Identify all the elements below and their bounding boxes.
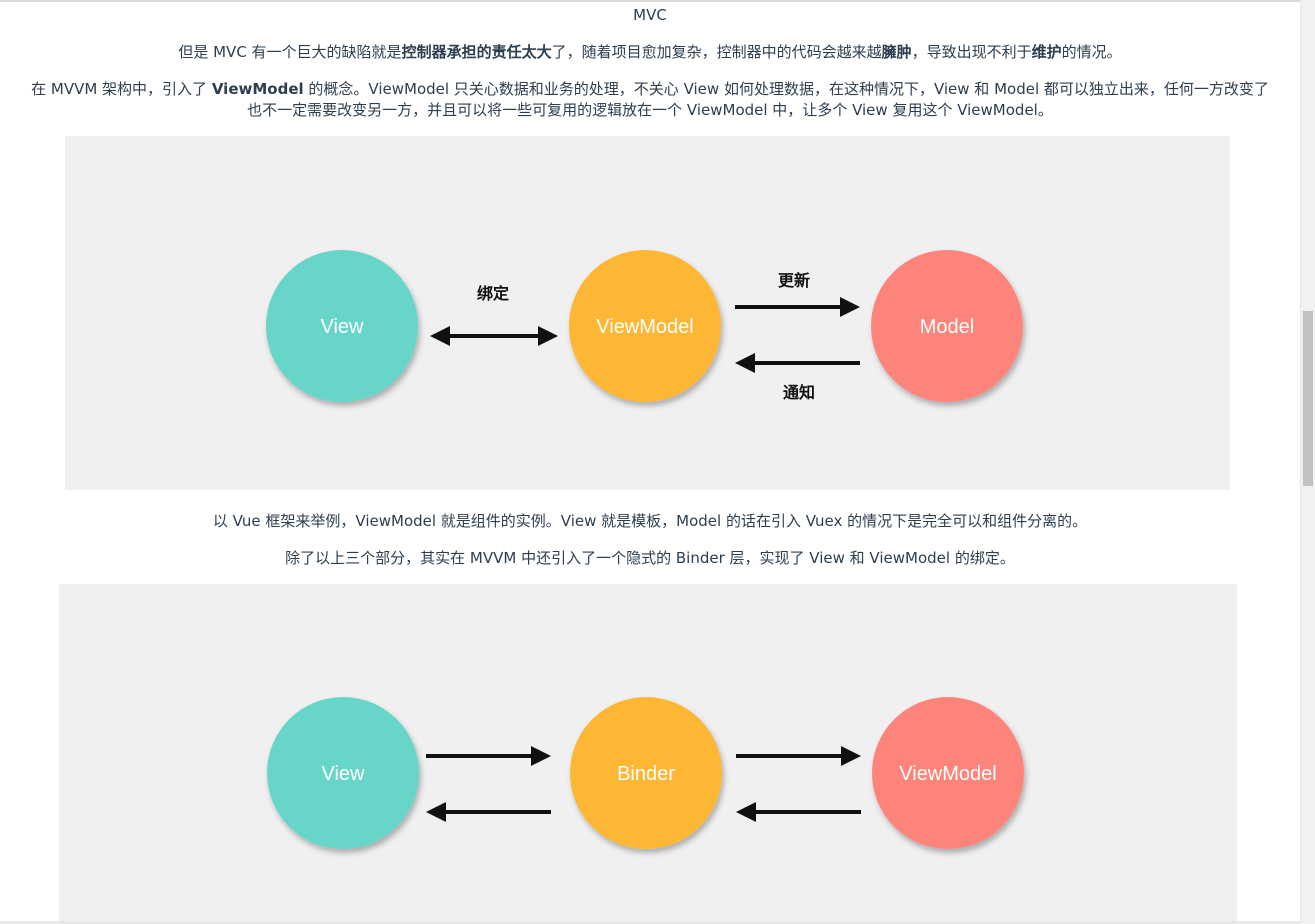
paragraph-mvc-drawback: 但是 MVC 有一个巨大的缺陷就是控制器承担的责任太大了，随着项目愈加复杂，控制… [0, 42, 1300, 63]
view-node-label: View [321, 316, 365, 338]
notify-label: 通知 [783, 383, 815, 402]
viewmodel-node-label: ViewModel [899, 763, 996, 785]
text-span: ，导致出现不利于 [911, 43, 1032, 61]
text-span: 在 MVVM 架构中，引入了 [31, 80, 212, 98]
binder-node [570, 697, 722, 849]
model-node [871, 250, 1023, 402]
figure-binder-diagram: View Binder ViewModel [59, 584, 1237, 924]
viewmodel-node-label: ViewModel [596, 316, 693, 338]
binder-node-label: Binder [617, 763, 675, 785]
view-node-label: View [322, 763, 366, 785]
text-span: 但是 MVC 有一个巨大的缺陷就是 [178, 43, 402, 61]
binder-diagram-svg: View Binder ViewModel [267, 697, 1024, 849]
bold-text: 维护 [1031, 43, 1062, 61]
section-heading-mvc: MVC [633, 6, 667, 24]
view-node [266, 250, 418, 402]
vertical-scrollbar[interactable] [1300, 0, 1315, 924]
bind-label: 绑定 [477, 284, 509, 303]
text-span: 的概念。ViewModel 只关心数据和业务的处理，不关心 View 如何处理数… [303, 80, 1269, 98]
bold-text: 控制器承担的责任太大 [401, 43, 552, 61]
scrollbar-thumb[interactable] [1303, 311, 1313, 486]
viewmodel-node [569, 250, 721, 402]
paragraph-binder-layer: 除了以上三个部分，其实在 MVVM 中还引入了一个隐式的 Binder 层，实现… [285, 549, 1015, 567]
bold-text: ViewModel [211, 80, 304, 98]
viewmodel-node [872, 697, 1024, 849]
top-border [0, 0, 1300, 2]
paragraph-vue-example: 以 Vue 框架来举例，ViewModel 就是组件的实例。View 就是模板，… [212, 512, 1088, 530]
text-span: 了，随着项目愈加复杂，控制器中的代码会越来越 [551, 43, 882, 61]
text-span: 也不一定需要改变另一方，并且可以将一些可复用的逻辑放在一个 ViewModel … [247, 101, 1053, 119]
bold-text: 臃肿 [881, 43, 912, 61]
figure-mvvm-diagram: View ViewModel Model 绑定 更新 通知 [65, 136, 1230, 490]
paragraph-mvvm-intro: 在 MVVM 架构中，引入了 ViewModel 的概念。ViewModel 只… [0, 79, 1300, 121]
bottom-edge [0, 921, 1300, 924]
model-node-label: Model [920, 316, 974, 338]
view-node [267, 697, 419, 849]
mvvm-diagram-svg: View ViewModel Model 绑定 更新 通知 [266, 250, 1023, 402]
update-label: 更新 [778, 271, 810, 290]
text-span: 的情况。 [1061, 43, 1122, 61]
